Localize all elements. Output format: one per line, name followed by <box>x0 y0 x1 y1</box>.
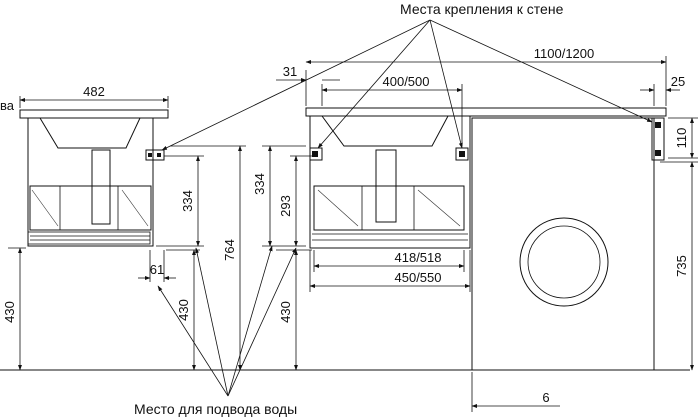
washing-machine <box>471 117 655 371</box>
side-drawer <box>29 185 152 231</box>
dim-450-550: 450/550 <box>395 270 442 285</box>
dim-418-518: 418/518 <box>395 250 442 265</box>
dim-31: 31 <box>283 64 297 79</box>
countertop <box>305 107 667 117</box>
side-cut-text: ва <box>0 98 15 113</box>
wm-door-inner <box>527 225 601 299</box>
dim-bottom-partial: 6 <box>542 390 549 405</box>
side-basin <box>39 117 141 149</box>
dim-334-mid: 334 <box>252 173 267 195</box>
dim-430-right: 430 <box>278 301 293 323</box>
front-drawer <box>313 185 465 231</box>
dim-430-mid: 430 <box>176 299 191 321</box>
front-view <box>305 107 667 371</box>
water-supply-leaders <box>157 245 297 397</box>
dim-61: 61 <box>150 262 164 277</box>
dim-430-left: 430 <box>2 301 17 323</box>
vanity-cabinet <box>309 115 471 249</box>
wm-door-outer <box>519 217 609 307</box>
dim-110: 110 <box>674 128 689 149</box>
label-water-supply: Место для подвода воды <box>134 401 297 417</box>
dim-25: 25 <box>671 74 685 89</box>
dim-735: 735 <box>674 255 689 277</box>
mount-left <box>309 147 323 161</box>
front-basin <box>321 115 449 147</box>
dim-764: 764 <box>222 239 237 261</box>
dim-482: 482 <box>83 84 105 99</box>
dim-293: 293 <box>278 195 293 217</box>
dim-334-left: 334 <box>180 190 195 212</box>
dim-400-500: 400/500 <box>383 74 430 89</box>
side-siphon <box>91 149 111 225</box>
dim-1100-1200: 1100/1200 <box>534 46 595 61</box>
side-plinth <box>27 231 151 245</box>
side-countertop <box>19 109 169 119</box>
side-view-cabinet <box>19 109 169 247</box>
label-wall-mounts: Места крепления к стене <box>400 1 564 17</box>
side-mount-bracket <box>145 149 165 161</box>
side-cabinet-body <box>27 117 154 247</box>
side-bracket <box>651 117 665 161</box>
wall-mount-leaders <box>161 19 653 151</box>
